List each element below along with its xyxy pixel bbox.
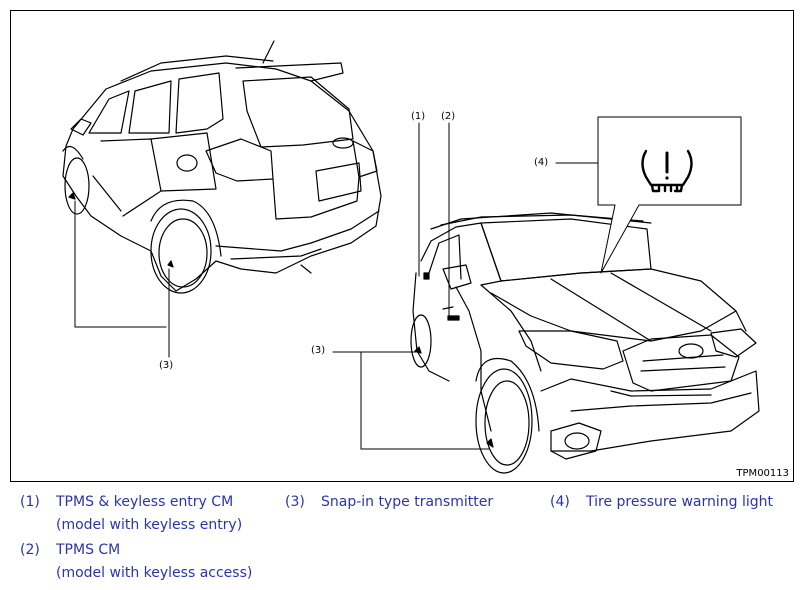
legend-text: TPMS & keyless entry CM — [56, 494, 234, 510]
legend-text: Snap-in type transmitter — [321, 494, 494, 510]
callout-leaders-left — [74, 200, 170, 358]
figure-id: TPM00113 — [736, 468, 789, 479]
vehicle-line-art — [62, 40, 760, 474]
tire-pressure-warning-icon — [641, 149, 693, 193]
callout-2-label: (2) — [441, 111, 456, 122]
legend-item-2-note: (model with keyless access) — [56, 565, 253, 581]
callout-3-label-left: (3) — [159, 360, 174, 371]
legend-item-3: (3) Snap-in type transmitter — [285, 494, 493, 510]
legend-item-4: (4) Tire pressure warning light — [550, 494, 773, 510]
legend-item-1: (1) TPMS & keyless entry CM — [20, 494, 233, 510]
rear-vehicle-drawing — [62, 40, 382, 294]
legend-item-2: (2) TPMS CM — [20, 542, 120, 558]
callout-1-label: (1) — [411, 111, 426, 122]
legend-number: (2) — [20, 542, 40, 558]
legend-item-1-note: (model with keyless entry) — [56, 517, 243, 533]
callout-leaders-right — [332, 116, 742, 450]
legend-number: (1) — [20, 494, 40, 510]
legend-number: (3) — [285, 494, 305, 510]
callout-4-label: (4) — [534, 157, 549, 168]
legend-number: (4) — [550, 494, 570, 510]
legend-text: Tire pressure warning light — [586, 494, 773, 510]
front-vehicle-drawing — [410, 212, 760, 474]
callout-3-label-right: (3) — [311, 345, 326, 356]
diagram-figure: (1) (2) (3) (3) (4) TPM00113 — [10, 10, 794, 482]
legend-text: TPMS CM — [56, 542, 121, 558]
